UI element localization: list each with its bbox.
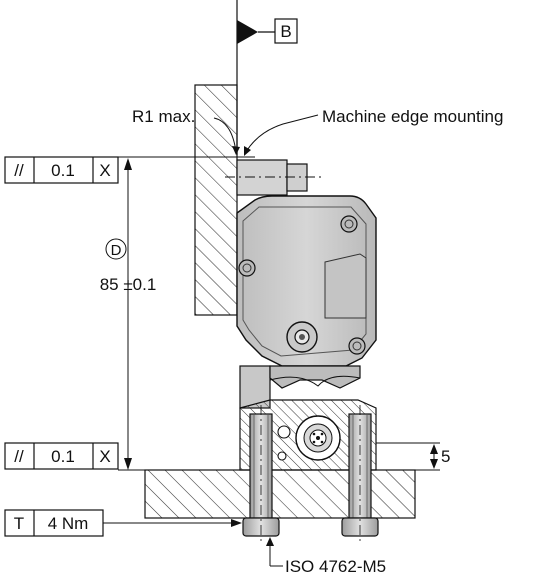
screw-callout: ISO 4762-M5 [266, 537, 386, 576]
dimension-value: 85 ±0.1 [100, 275, 157, 294]
bolt-right [341, 405, 379, 545]
tolerance-frame-bottom: // 0.1 X [4, 442, 119, 470]
datum-b-flag: B [236, 0, 298, 155]
connector-plug [225, 159, 325, 196]
dimension-marker-d: D [111, 242, 122, 259]
screw-label: ISO 4762-M5 [285, 557, 386, 576]
parallelism-symbol-bottom: // [14, 447, 24, 466]
tolerance-value-top: 0.1 [51, 161, 75, 180]
datum-ref-bottom: X [99, 447, 110, 466]
datum-b-label: B [280, 22, 291, 41]
torque-frame: T 4 Nm [4, 509, 242, 537]
machine-bed [144, 469, 416, 519]
bolt-left [242, 405, 280, 545]
tolerance-frame-top: // 0.1 X [4, 156, 255, 184]
side-dimension-value: 5 [441, 447, 450, 466]
device-neck [239, 365, 361, 409]
datum-ref-top: X [99, 161, 110, 180]
torque-value: 4 Nm [48, 514, 89, 533]
tolerance-value-bottom: 0.1 [51, 447, 75, 466]
torque-symbol: T [14, 514, 24, 533]
mounting-base [239, 399, 377, 471]
main-dimension: D 85 ±0.1 [100, 158, 240, 471]
device-housing [236, 195, 377, 367]
mounting-note: Machine edge mounting [322, 107, 503, 126]
radius-note: R1 max. [132, 107, 195, 126]
parallelism-symbol-top: // [14, 161, 24, 180]
side-dimension: 5 [376, 442, 450, 471]
callout-leaders: R1 max. Machine edge mounting [132, 107, 503, 156]
machine-wall [194, 84, 238, 316]
